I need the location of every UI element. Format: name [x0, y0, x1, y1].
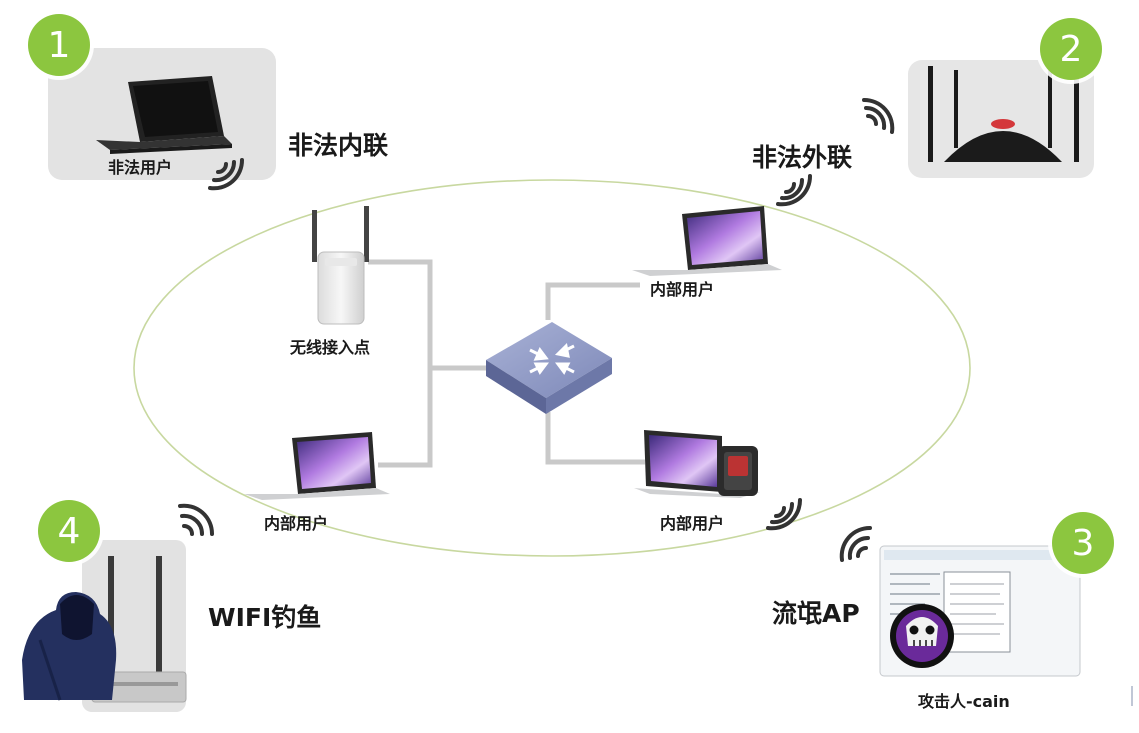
wifi-signal-icon	[839, 525, 872, 562]
label-rogue-ap: 流氓AP	[772, 599, 860, 628]
badge-3: 3	[1052, 512, 1114, 574]
hacker-icon	[22, 592, 117, 701]
badge-2: 2	[1040, 18, 1102, 80]
wifi-signal-icon	[766, 498, 803, 531]
access-point-icon	[312, 206, 369, 325]
label-illegal-user: 非法用户	[108, 158, 173, 177]
wifi-signal-icon	[776, 174, 813, 207]
badge-1: 1	[28, 14, 90, 76]
label-internal-user-top: 内部用户	[650, 280, 715, 299]
laptop-icon	[244, 432, 390, 500]
label-wireless-ap: 无线接入点	[290, 338, 371, 357]
access-point-icon	[91, 556, 187, 703]
switch-icon	[486, 322, 612, 414]
network-wires	[368, 259, 645, 468]
label-illegal-internal: 非法内联	[288, 131, 389, 160]
laptop-icon	[96, 76, 232, 154]
wifi-signal-icon	[862, 97, 895, 134]
label-illegal-external: 非法外联	[752, 143, 853, 172]
label-internal-user-right: 内部用户	[660, 514, 725, 533]
router-icon	[928, 66, 1079, 162]
laptop-icon	[634, 430, 760, 498]
label-wifi-phishing: WIFI钓鱼	[208, 603, 322, 632]
wifi-signal-icon	[208, 158, 245, 191]
label-internal-user-left: 内部用户	[264, 514, 329, 533]
wifi-signal-icon	[178, 503, 215, 536]
label-attacker: 攻击人-cain	[918, 692, 1010, 711]
network-boundary	[133, 179, 971, 557]
laptop-icon	[632, 206, 782, 276]
badge-4: 4	[38, 500, 100, 562]
skull-icon	[890, 604, 954, 668]
